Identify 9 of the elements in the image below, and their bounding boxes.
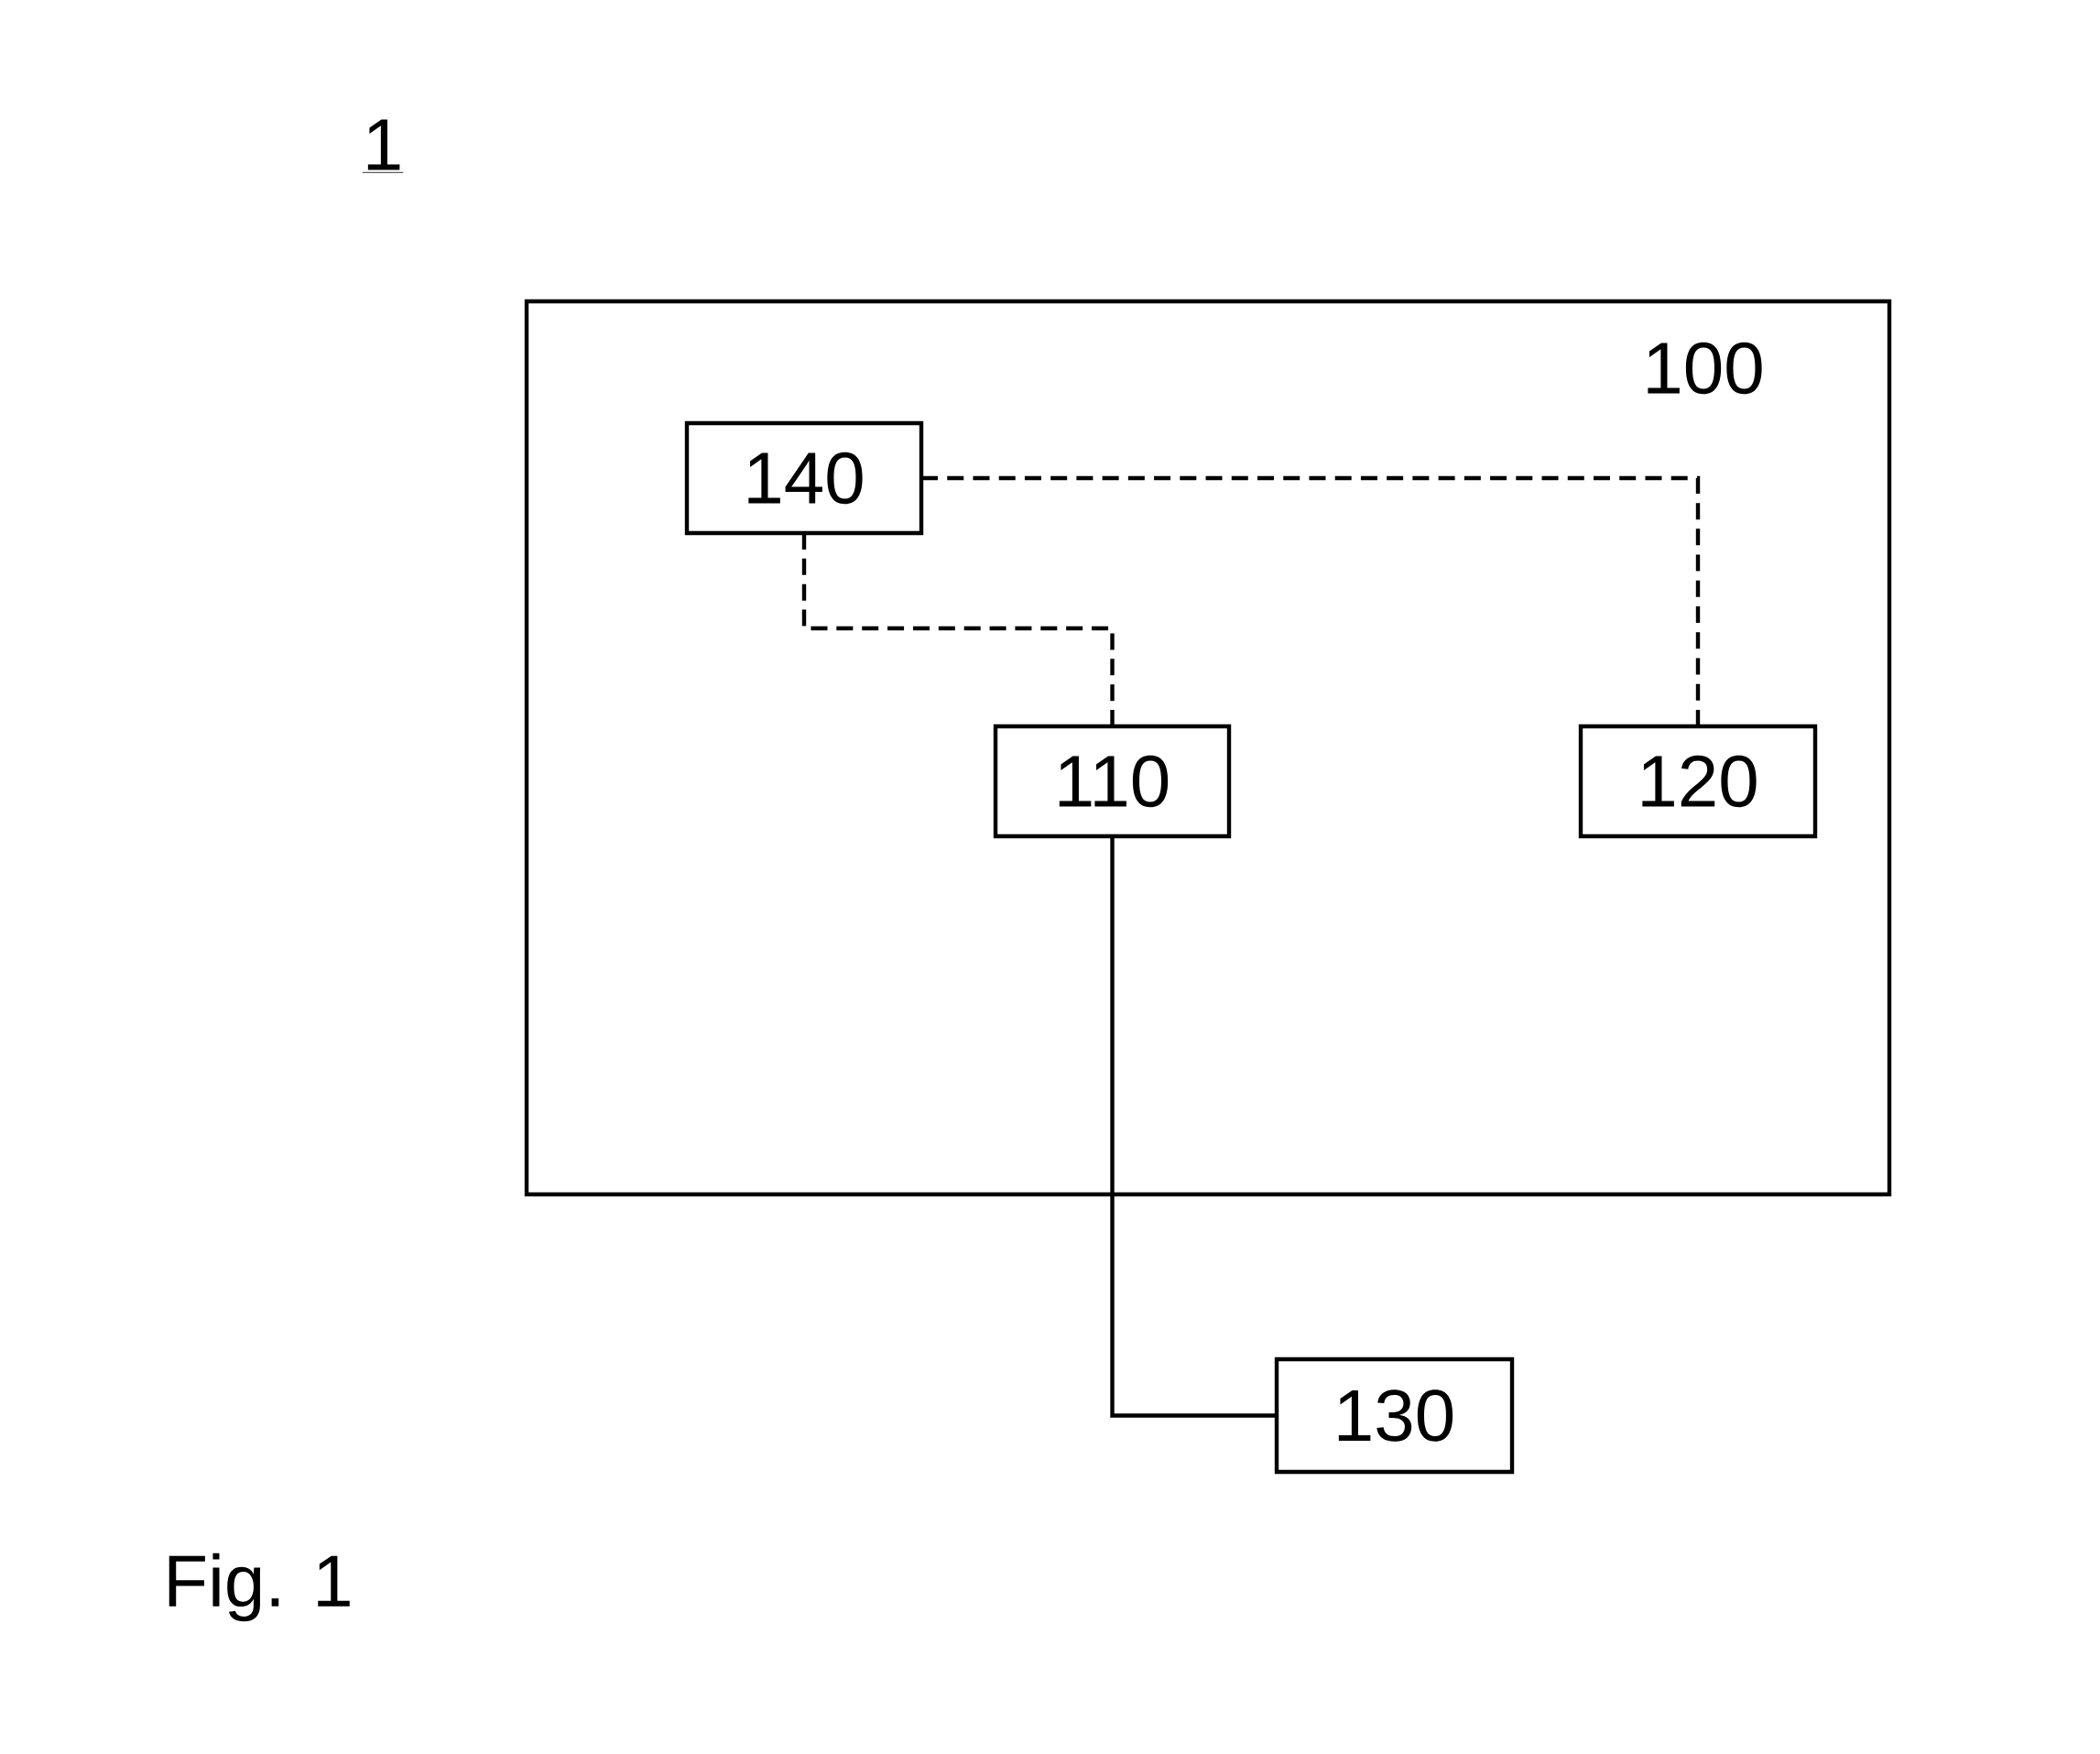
- block-box: 110: [993, 724, 1232, 839]
- connector-line: [801, 533, 1115, 726]
- block-box: 130: [1274, 1356, 1515, 1475]
- connector-line: [1110, 836, 1277, 1418]
- connector-line: [921, 475, 1701, 726]
- block-box: 120: [1578, 724, 1818, 839]
- figure-caption: Fig. 1: [169, 1552, 350, 1622]
- reference-numeral: 1: [362, 119, 404, 173]
- block-box: 140: [684, 420, 924, 536]
